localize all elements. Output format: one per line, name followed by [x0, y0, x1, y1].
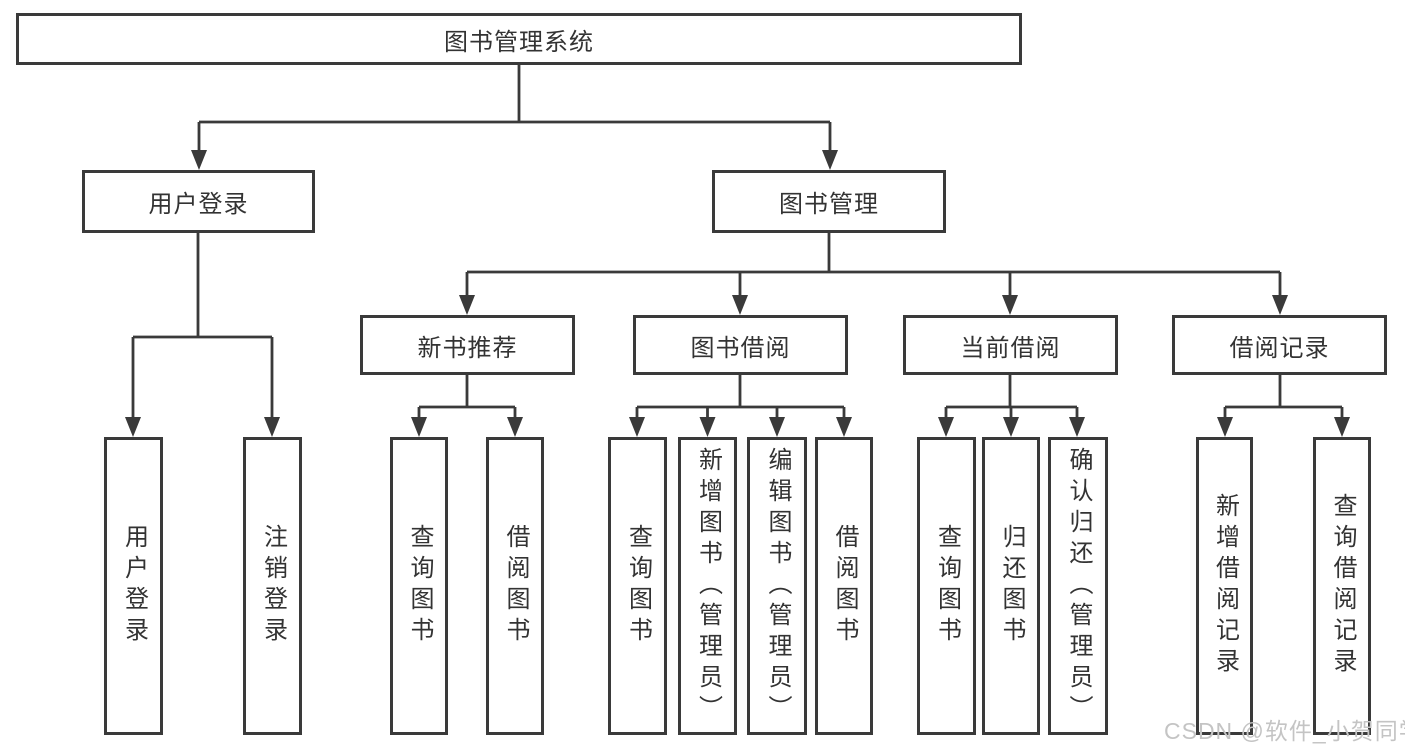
arrowhead-icon — [459, 295, 475, 315]
arrowhead-icon — [836, 417, 852, 437]
leaf-logout: 注销登录 — [243, 437, 302, 735]
arrowhead-icon — [1217, 417, 1233, 437]
connector-path — [465, 233, 1282, 297]
node-label: 查询图书 — [406, 524, 433, 648]
node-label: 用户登录 — [120, 524, 148, 648]
arrowhead-icon — [938, 417, 954, 437]
csdn-watermark: CSDN @软件_小贺同学 — [1164, 718, 1405, 744]
node-book-management: 图书管理 — [712, 170, 946, 233]
arrowhead-icon — [769, 417, 785, 437]
arrowhead-icon — [699, 417, 716, 437]
arrowhead-icon — [191, 150, 207, 170]
node-label: 新增借阅记录 — [1211, 493, 1239, 679]
node-borrowing-records: 借阅记录 — [1172, 315, 1387, 375]
arrowhead-icon — [1002, 295, 1018, 315]
arrowhead-icon — [264, 417, 280, 437]
node-label: 图书借阅 — [690, 334, 791, 362]
leaf-query-books-recommend: 查询图书 — [390, 437, 448, 735]
arrowhead-icon — [507, 417, 523, 437]
leaf-query-books-current: 查询图书 — [917, 437, 976, 735]
node-label: 图书管理 — [779, 191, 879, 218]
leaf-return-books: 归还图书 — [982, 437, 1040, 735]
arrowhead-icon — [411, 417, 427, 437]
node-label: 查询图书 — [624, 524, 652, 648]
node-library-management-system: 图书管理系统 — [16, 13, 1022, 65]
arrowhead-icon — [1069, 417, 1085, 437]
node-label: 用户登录 — [148, 191, 249, 218]
leaf-add-books-admin: 新增图书（管理员） — [678, 437, 737, 735]
node-new-book-recommend: 新书推荐 — [360, 315, 575, 375]
node-user-login: 用户登录 — [82, 170, 315, 233]
leaf-user-login: 用户登录 — [104, 437, 163, 735]
node-label: 借阅记录 — [1229, 334, 1330, 362]
leaf-edit-books-admin: 编辑图书（管理员） — [747, 437, 807, 735]
node-label: 新增图书（管理员） — [694, 446, 722, 726]
node-book-borrowing: 图书借阅 — [633, 315, 848, 375]
node-label: 借阅图书 — [831, 524, 858, 648]
leaf-query-books-borrowing: 查询图书 — [608, 437, 667, 735]
connector-path — [131, 233, 274, 419]
leaf-confirm-return-admin: 确认归还（管理员） — [1048, 437, 1108, 735]
node-current-borrowing: 当前借阅 — [903, 315, 1118, 375]
node-label: 编辑图书（管理员） — [764, 446, 791, 726]
leaf-add-borrow-record: 新增借阅记录 — [1196, 437, 1253, 735]
arrowhead-icon — [1272, 295, 1288, 315]
arrowhead-icon — [125, 417, 141, 437]
node-label: 借阅图书 — [502, 524, 529, 648]
arrowhead-icon — [1334, 417, 1350, 437]
arrowhead-icon — [822, 150, 838, 170]
arrowhead-icon — [629, 417, 645, 437]
leaf-borrow-books-recommend: 借阅图书 — [486, 437, 544, 735]
node-label: 当前借阅 — [960, 334, 1061, 362]
connector-path — [197, 65, 832, 152]
node-label: 确认归还（管理员） — [1065, 446, 1092, 726]
node-label: 注销登录 — [259, 524, 287, 648]
connector-path — [1223, 375, 1344, 419]
connector-path — [417, 375, 517, 419]
connector-path — [944, 375, 1079, 419]
leaf-query-borrow-record: 查询借阅记录 — [1313, 437, 1371, 735]
node-label: 查询借阅记录 — [1329, 493, 1356, 679]
arrowhead-icon — [732, 295, 748, 315]
connector-path — [635, 375, 846, 419]
node-label: 图书管理系统 — [444, 28, 594, 56]
leaf-borrow-books-borrowing: 借阅图书 — [815, 437, 873, 735]
node-label: 新书推荐 — [417, 334, 518, 362]
node-label: 归还图书 — [998, 524, 1025, 648]
arrowhead-icon — [1003, 417, 1019, 437]
node-label: 查询图书 — [933, 524, 961, 648]
